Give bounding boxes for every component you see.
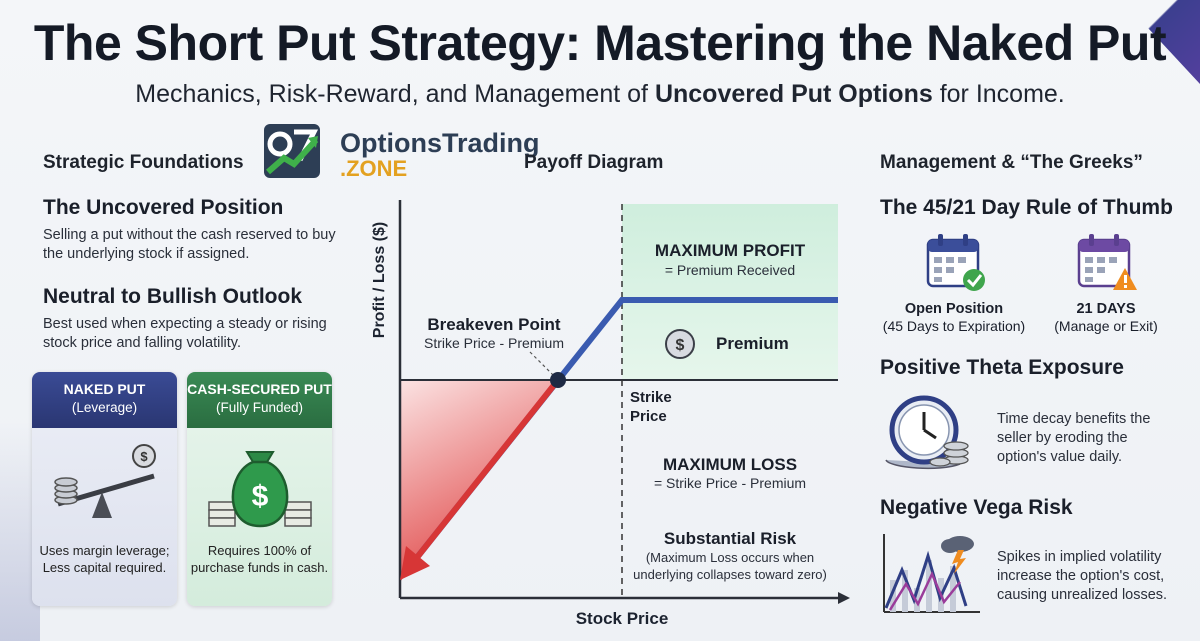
strike-label-2: Price [630,408,667,425]
uncovered-text: Selling a put without the cash reserved … [43,227,336,262]
volatility-chart-icon [883,534,980,613]
card-title: CASH-SECURED PUT [187,381,332,397]
card-header: NAKED PUT (Leverage) [32,372,177,428]
max-profit-sub: = Premium Received [665,262,795,278]
coin-icon [665,329,695,359]
naked-put-card: NAKED PUT (Leverage) $ Uses margin lever… [32,372,177,606]
right-section-heading: Management & “The Greeks” [880,152,1143,173]
open-position-label: Open Position(45 Days to Expiration) [882,301,1026,334]
card-note: Uses margin leverage; Less capital requi… [39,543,170,575]
x-axis-label: Stock Price [576,609,669,628]
breakeven-sub: Strike Price - Premium [424,335,564,351]
breakeven-label: Breakeven Point [427,315,561,334]
money-bag-icon: $ [208,451,312,528]
x-axis-arrow [838,592,850,604]
svg-text:$: $ [140,449,148,464]
21-days-label: 21 DAYS(Manage or Exit) [1054,301,1158,334]
payoff-diagram-heading: Payoff Diagram [524,152,664,173]
page-subtitle: Mechanics, Risk-Reward, and Management o… [135,80,1065,108]
breakeven-point [550,372,566,388]
risk-label: Substantial Risk [664,529,797,548]
day-rule-heading: The 45/21 Day Rule of Thumb [880,196,1173,219]
left-section-heading: Strategic Foundations [43,152,244,173]
calendar-warning-icon [1077,234,1137,290]
theta-text: Time decay benefits the seller by erodin… [997,411,1151,465]
logo-icon [264,124,320,178]
payoff-chart: $ MAXIMUM PROFIT = Premium Received Prem… [371,200,850,628]
y-axis-label: Profit / Loss ($) [371,222,388,338]
calendar-check-icon [926,234,985,291]
clock-icon [885,395,969,470]
strike-label-1: Strike [630,389,672,406]
coin-dollar: $ [676,337,685,354]
card-subtitle: (Fully Funded) [215,400,304,415]
seesaw-icon: $ [54,444,156,518]
card-note: Requires 100% of purchase funds in cash. [190,543,329,575]
card-title: NAKED PUT [63,381,146,397]
max-loss-sub: = Strike Price - Premium [654,475,806,491]
profit-region [622,204,838,380]
logo-text: OptionsTrading [340,128,540,158]
card-header: CASH-SECURED PUT (Fully Funded) [187,372,332,428]
theta-heading: Positive Theta Exposure [880,356,1124,379]
max-profit-label: MAXIMUM PROFIT [655,241,806,260]
uncovered-heading: The Uncovered Position [43,196,284,219]
outlook-text: Best used when expecting a steady or ris… [43,316,327,351]
loss-arrow-line [412,378,561,562]
page-title: The Short Put Strategy: Mastering the Na… [33,15,1167,71]
loss-arrow-head [400,546,430,580]
max-loss-label: MAXIMUM LOSS [663,455,797,474]
logo-text-zone: .ZONE [340,156,408,181]
cash-secured-put-card: CASH-SECURED PUT (Fully Funded) $ Requir… [187,372,332,606]
risk-sub-1: (Maximum Loss occurs when [646,550,814,565]
svg-text:$: $ [252,480,269,513]
card-subtitle: (Leverage) [71,400,138,415]
risk-sub-2: underlying collapses toward zero) [633,567,827,582]
outlook-heading: Neutral to Bullish Outlook [43,285,303,308]
vega-text: Spikes in implied volatility increase th… [997,549,1168,603]
premium-label: Premium [716,334,789,353]
vega-heading: Negative Vega Risk [880,496,1073,519]
